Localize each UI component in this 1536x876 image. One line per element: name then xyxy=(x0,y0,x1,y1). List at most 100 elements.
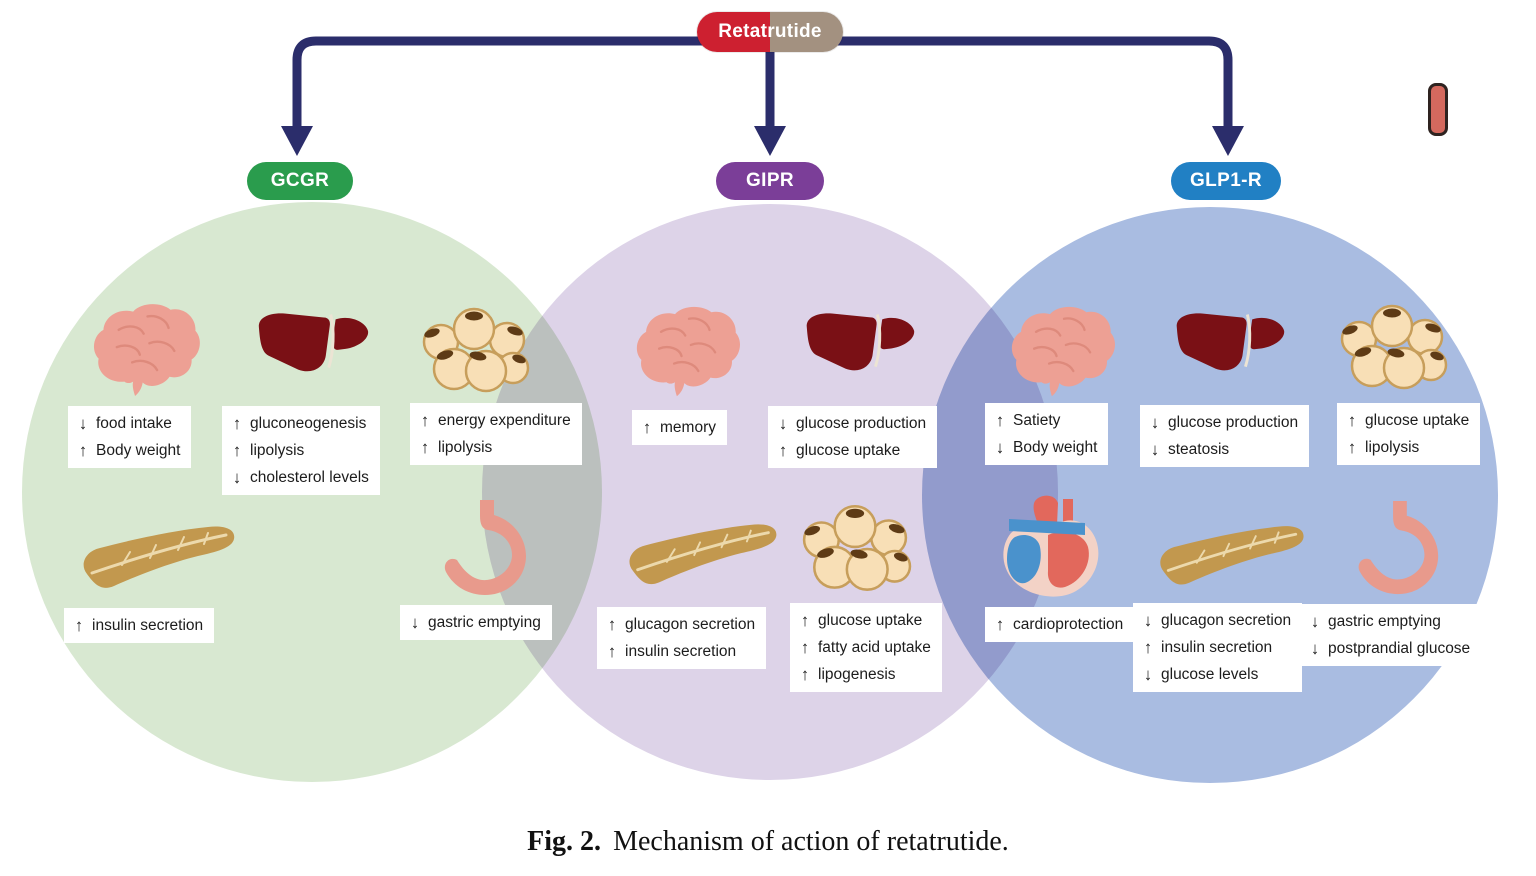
effect-text: glucose uptake xyxy=(1365,412,1470,429)
stomach-icon xyxy=(434,498,534,602)
effect-item: ↑ Body weight xyxy=(76,437,181,464)
down-arrow-icon: ↓ xyxy=(78,414,88,433)
effect-item: ↑memory xyxy=(640,414,716,441)
effect-item: ↑ insulin secretion xyxy=(72,612,203,639)
brain-icon xyxy=(633,303,745,398)
effect-item: ↓ glucose production xyxy=(1148,409,1298,436)
liver-icon xyxy=(1170,310,1288,377)
effect-item: ↑ gluconeogenesis xyxy=(230,410,369,437)
down-arrow-icon: ↓ xyxy=(1150,440,1160,459)
up-arrow-icon: ↑ xyxy=(778,441,788,460)
effect-box-glp1r-stomach: ↓ gastric emptying ↓ postprandial glucose xyxy=(1300,604,1482,666)
effect-item: ↑lipolysis xyxy=(1345,434,1469,461)
figure-number: Fig. 2. xyxy=(527,826,602,857)
effect-text: cardioprotection xyxy=(1013,616,1124,633)
effect-box-glp1r-brain: ↑Satiety ↓ Body weight xyxy=(985,403,1109,465)
effect-item: ↑ lipolysis xyxy=(418,434,571,461)
up-arrow-icon: ↑ xyxy=(232,441,242,460)
effect-text: insulin secretion xyxy=(92,617,204,634)
effect-text: gastric emptying xyxy=(1328,613,1441,630)
effect-item: ↓ cholesterol levels xyxy=(230,464,369,491)
down-arrow-icon: ↓ xyxy=(410,613,420,632)
effect-text: Body weight xyxy=(1013,439,1098,456)
effect-box-glp1r-liver: ↓ glucose production ↓ steatosis xyxy=(1140,405,1310,467)
effect-item: ↑ lipolysis xyxy=(230,437,369,464)
effect-box-gcgr-stomach: ↓ gastric emptying xyxy=(400,605,552,640)
adipose-tissue-icon xyxy=(1336,303,1448,395)
pancreas-icon xyxy=(1152,520,1312,598)
up-arrow-icon: ↑ xyxy=(607,615,617,634)
up-arrow-icon: ↑ xyxy=(800,665,810,684)
effect-text: energy expenditure xyxy=(438,412,571,429)
up-arrow-icon: ↑ xyxy=(1143,638,1153,657)
up-arrow-icon: ↑ xyxy=(607,642,617,661)
effect-box-gcgr-adipose: ↑ energy expenditure ↑ lipolysis xyxy=(410,403,582,465)
effect-item: ↑ glucose uptake xyxy=(776,437,926,464)
effect-text: gastric emptying xyxy=(428,614,541,631)
effect-item: ↓ glucose levels xyxy=(1141,661,1291,688)
up-arrow-icon: ↑ xyxy=(800,611,810,630)
brain-icon xyxy=(1008,303,1120,398)
pancreas-icon xyxy=(622,518,784,598)
down-arrow-icon: ↓ xyxy=(995,438,1005,457)
effect-text: glucose uptake xyxy=(796,442,901,459)
effect-text: glucagon secretion xyxy=(1161,612,1292,629)
up-arrow-icon: ↑ xyxy=(995,615,1005,634)
effect-text: Body weight xyxy=(96,442,181,459)
effect-text: insulin secretion xyxy=(1161,639,1273,656)
effect-box-gcgr-pancreas: ↑ insulin secretion xyxy=(64,608,215,643)
effect-text: insulin secretion xyxy=(625,643,737,660)
effect-text: glucose levels xyxy=(1161,666,1259,683)
receptor-label-glp1r: GLP1-R xyxy=(1171,162,1281,200)
heart-icon xyxy=(993,493,1111,605)
effect-text: glucose production xyxy=(796,415,927,432)
up-arrow-icon: ↑ xyxy=(232,414,242,433)
effect-item: ↓ gastric emptying xyxy=(408,609,541,636)
receptor-label-gcgr: GCGR xyxy=(247,162,353,200)
effect-text: postprandial glucose xyxy=(1328,640,1471,657)
effect-text: gluconeogenesis xyxy=(250,415,367,432)
down-arrow-icon: ↓ xyxy=(232,468,242,487)
effect-text: steatosis xyxy=(1168,441,1230,458)
up-arrow-icon: ↑ xyxy=(642,418,652,437)
up-arrow-icon: ↑ xyxy=(1347,411,1357,430)
effect-box-gipr-adipose: ↑glucose uptake↑fatty acid uptake↑lipoge… xyxy=(790,603,942,692)
adipose-tissue-icon xyxy=(798,503,912,597)
effect-item: ↑fatty acid uptake xyxy=(798,634,931,661)
down-arrow-icon: ↓ xyxy=(1150,413,1160,432)
up-arrow-icon: ↑ xyxy=(74,616,84,635)
effect-box-gcgr-brain: ↓ food intake ↑ Body weight xyxy=(68,406,192,468)
effect-text: cholesterol levels xyxy=(250,469,369,486)
effect-text: food intake xyxy=(96,415,172,432)
effect-item: ↑ glucagon secretion xyxy=(605,611,755,638)
effect-box-gcgr-liver: ↑ gluconeogenesis ↑ lipolysis ↓ cholesterol l… xyxy=(222,406,380,495)
effect-box-glp1r-pancreas: ↓glucagon secretion↑insulin secretion↓gl… xyxy=(1133,603,1303,692)
effect-text: lipolysis xyxy=(250,442,305,459)
effect-box-gipr-liver: ↓ glucose production ↑ glucose uptake xyxy=(768,406,938,468)
effect-item: ↓ glucose production xyxy=(776,410,926,437)
effect-box-glp1r-heart: ↑ cardioprotection xyxy=(985,607,1135,642)
effect-item: ↑glucose uptake xyxy=(798,607,931,634)
down-arrow-icon: ↓ xyxy=(1310,639,1320,658)
effect-text: lipolysis xyxy=(438,439,493,456)
figure-caption: Fig. 2. Mechanism of action of retatrutid… xyxy=(0,826,1536,858)
effect-item: ↓ Body weight xyxy=(993,434,1098,461)
effect-text: glucagon secretion xyxy=(625,616,756,633)
caption-text: Mechanism of action of retatrutide. xyxy=(613,826,1009,857)
effect-text: fatty acid uptake xyxy=(818,639,931,656)
effect-item: ↑Satiety xyxy=(993,407,1097,434)
down-arrow-icon: ↓ xyxy=(778,414,788,433)
effect-text: glucose production xyxy=(1168,414,1299,431)
up-arrow-icon: ↑ xyxy=(78,441,88,460)
effect-item: ↓ food intake xyxy=(76,410,180,437)
effect-item: ↓ postprandial glucose xyxy=(1308,635,1470,662)
down-arrow-icon: ↓ xyxy=(1143,665,1153,684)
up-arrow-icon: ↑ xyxy=(420,438,430,457)
receptor-label-gipr: GIPR xyxy=(716,162,824,200)
effect-item: ↑ insulin secretion xyxy=(1141,634,1291,661)
down-arrow-icon: ↓ xyxy=(1310,612,1320,631)
up-arrow-icon: ↑ xyxy=(1347,438,1357,457)
